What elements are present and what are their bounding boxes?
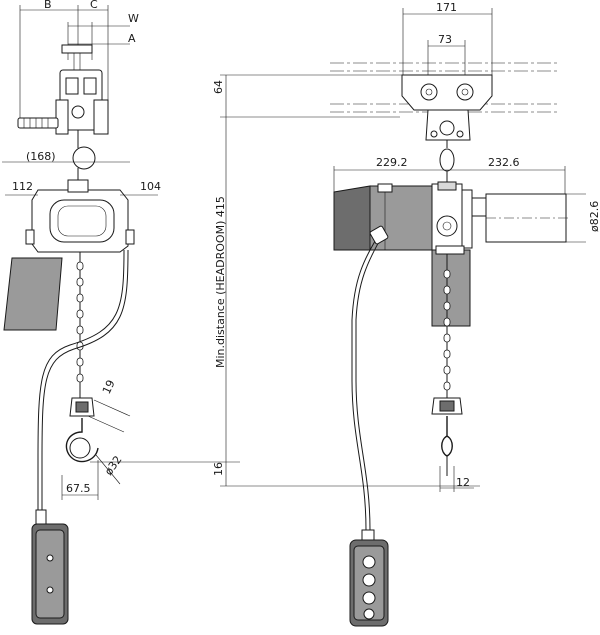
- pendant-button-4: [363, 608, 375, 620]
- dim-16-label: 16: [212, 462, 225, 476]
- load-chain-left: [76, 261, 84, 383]
- chain-bag-right: [431, 249, 471, 327]
- dim-73-label: 73: [438, 33, 452, 46]
- dim-104-label: 104: [140, 180, 161, 193]
- headroom-dimension: 64 Min.distance (HEADROOM) 415 16: [212, 74, 480, 487]
- pendant-button-3: [362, 591, 376, 605]
- left-side-view: B C W A (168): [2, 0, 240, 625]
- dim-415-label: Min.distance (HEADROOM) 415: [214, 196, 227, 368]
- right-front-view: 171 73 229.2 232.6: [330, 1, 600, 627]
- dim-12-label: 12: [456, 476, 470, 489]
- chain-bag: [3, 257, 63, 331]
- dim-82-6-label: ø82.6: [588, 201, 600, 232]
- dim-112-label: 112: [12, 180, 33, 193]
- dim-168-label: (168): [26, 150, 56, 163]
- dim-a-label: A: [128, 32, 136, 45]
- dim-c-label: C: [90, 0, 98, 11]
- dim-b-label: B: [44, 0, 52, 11]
- dim-64-label: 64: [212, 80, 225, 94]
- pendant-button-2: [362, 573, 376, 587]
- dim-67-5-label: 67.5: [66, 482, 91, 495]
- dim-w-label: W: [128, 12, 139, 25]
- dim-232-6-label: 232.6: [488, 156, 520, 169]
- dim-19-label: 19: [100, 378, 118, 396]
- pendant-button-1: [362, 555, 376, 569]
- dim-171-label: 171: [436, 1, 457, 14]
- dim-32-label: ø32: [102, 453, 125, 477]
- dim-229-2-label: 229.2: [376, 156, 408, 169]
- trolley: [401, 74, 493, 111]
- motor-left: [333, 185, 371, 251]
- load-chain-right: [443, 269, 451, 391]
